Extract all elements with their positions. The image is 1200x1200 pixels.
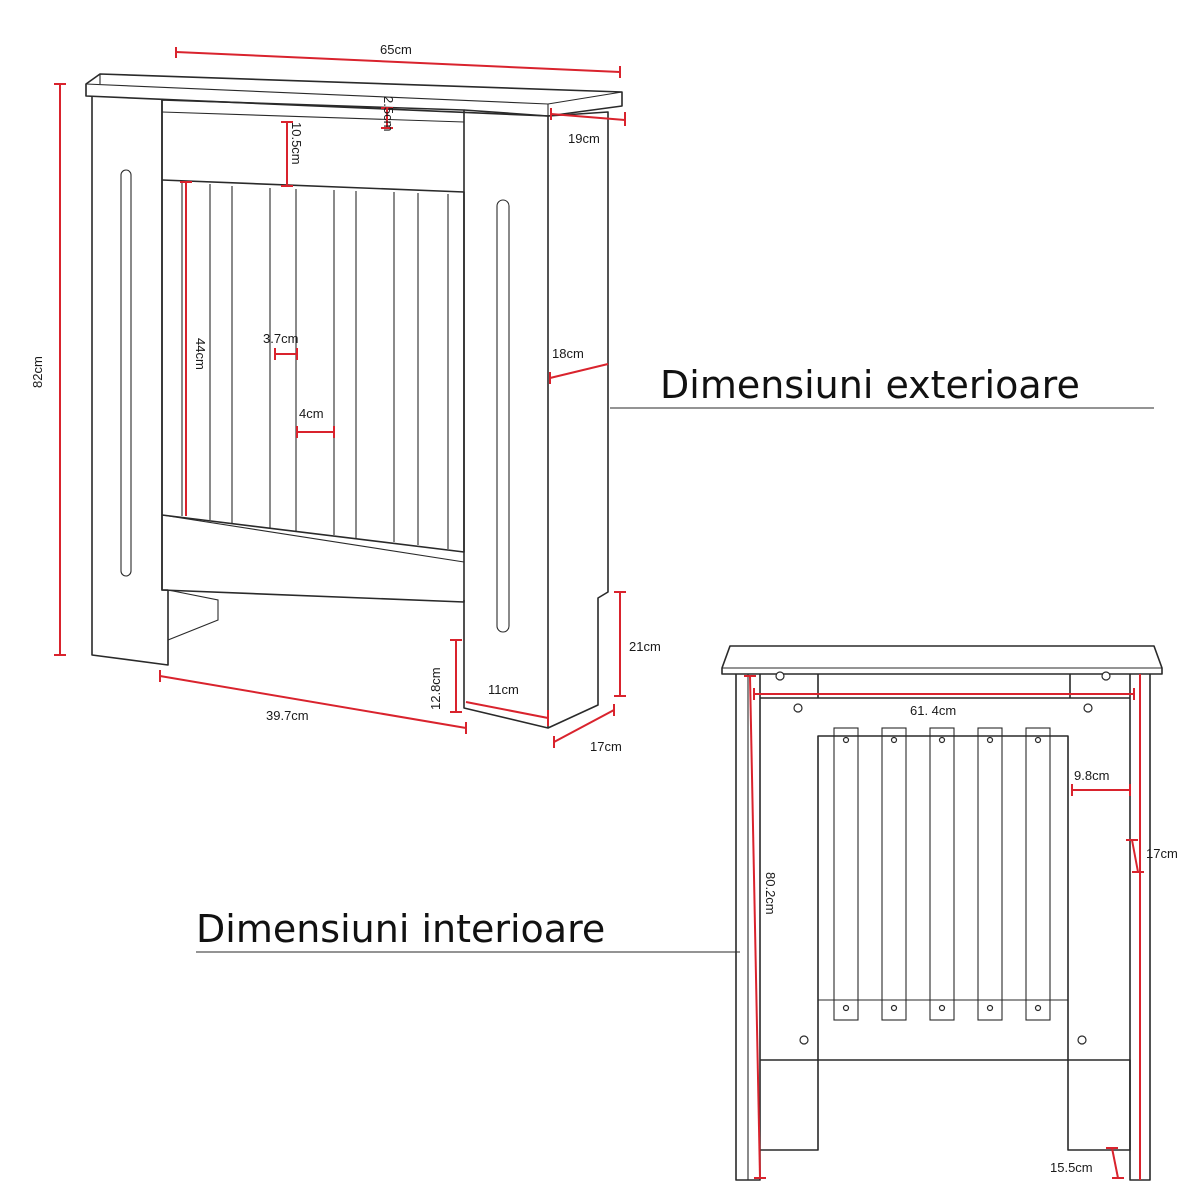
ext-slat-width-label: 3.7cm	[263, 331, 298, 346]
interior-top-board	[721, 645, 1163, 675]
ext-base-depth-label: 17cm	[590, 739, 622, 754]
interior-slats	[833, 727, 1051, 1021]
interior-heading: Dimensiuni interioare	[196, 907, 605, 951]
interior-screws	[775, 671, 1111, 1045]
ext-inner-width-label: 39.7cm	[266, 708, 309, 723]
ext-height-label: 82cm	[30, 356, 45, 388]
ext-slat-gap-label: 4cm	[299, 406, 324, 421]
ext-opening-height-label: 12.8cm	[428, 667, 443, 710]
ext-top-depth-label: 19cm	[568, 131, 600, 146]
exterior-right-panel	[463, 109, 549, 729]
ext-foot-height-label: 21cm	[629, 639, 661, 654]
exterior-heading: Dimensiuni exterioare	[660, 363, 1080, 407]
int-side-depth-label: 17cm	[1146, 846, 1178, 861]
int-inner-width-label: 61. 4cm	[910, 703, 956, 718]
int-rail-depth-label: 9.8cm	[1074, 768, 1109, 783]
interior-heading-group: Dimensiuni interioare	[196, 907, 740, 953]
int-foot-depth-label: 15.5cm	[1050, 1160, 1093, 1175]
exterior-labels: 65cm 2.5cm 19cm 10.5cm 82cm 44cm 3.7cm 4…	[30, 42, 661, 754]
exterior-top-board	[85, 73, 623, 117]
exterior-left-panel	[91, 96, 169, 666]
ext-panel-height-label: 44cm	[193, 338, 208, 370]
int-inner-height-label: 80.2cm	[763, 872, 778, 915]
exterior-dimensions	[54, 47, 626, 748]
interior-view	[721, 645, 1163, 1181]
ext-top-rail-label: 10.5cm	[289, 122, 304, 165]
interior-dimensions	[744, 674, 1144, 1180]
exterior-right-slot	[496, 199, 510, 633]
exterior-slat-panel	[161, 179, 465, 553]
exterior-left-slot	[120, 169, 132, 577]
ext-width-label: 65cm	[380, 42, 412, 57]
ext-side-depth-label: 18cm	[552, 346, 584, 361]
exterior-slats	[181, 182, 449, 549]
ext-top-thickness-label: 2.5cm	[381, 96, 396, 131]
interior-labels: 61. 4cm 9.8cm 17cm 80.2cm 15.5cm	[763, 703, 1178, 1175]
exterior-heading-group: Dimensiuni exterioare	[610, 363, 1154, 409]
ext-foot-width-label: 11cm	[488, 682, 519, 697]
exterior-view	[85, 73, 623, 729]
